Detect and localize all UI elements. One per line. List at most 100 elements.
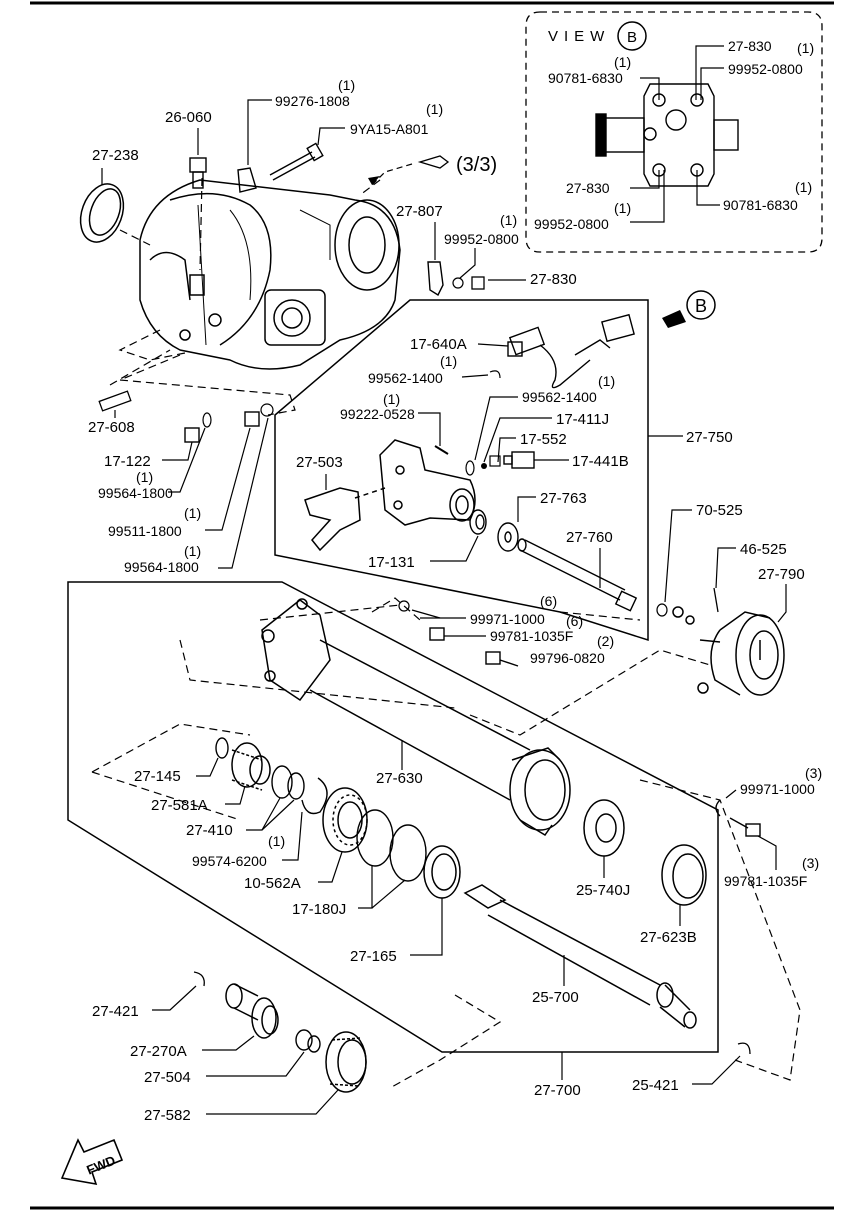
clip-99562: [489, 370, 501, 379]
washer-99971b: [715, 799, 721, 817]
label-99971-1000: 99971-1000: [470, 611, 545, 627]
label-9ya15-a801: 9YA15-A801: [350, 121, 429, 137]
label-qty: (1): [614, 200, 631, 216]
plug-99511: [244, 411, 260, 427]
bearing-25-740j: [583, 799, 625, 857]
label-qty: (1): [598, 373, 615, 389]
sensor-26-060: [189, 157, 207, 189]
label-qty: (1): [184, 543, 201, 559]
label-27-145: 27-145: [134, 768, 181, 785]
bracket-27-807: [427, 261, 444, 297]
label-qty: (1): [614, 54, 631, 70]
tube-27-630: [261, 598, 571, 837]
washer-99971: [398, 600, 410, 612]
label-99276-1808: 99276-1808: [275, 93, 350, 109]
snap-ring-99574: [301, 777, 328, 815]
label-27-830: 27-830: [566, 180, 610, 196]
bearing-guides: [91, 723, 801, 1089]
label-99222-0528: 99222-0528: [340, 406, 415, 422]
sleeve-27-582: [325, 1031, 367, 1093]
label-qty: (1): [136, 469, 153, 485]
ref-3-3: (3/3): [368, 154, 497, 186]
label-25-421: 25-421: [632, 1077, 679, 1094]
washer-99564: [202, 412, 212, 428]
shift-fork-27-503: [304, 487, 386, 552]
oil-seal-27-238: [79, 183, 125, 243]
label-25-700: 25-700: [532, 989, 579, 1006]
bolt-99781: [429, 627, 445, 641]
label-27-760: 27-760: [566, 529, 613, 546]
washer-99564b: [260, 403, 274, 417]
fwd-label: FWD: [84, 1153, 117, 1178]
label-qty: (1): [268, 833, 285, 849]
snap-ring-27-145: [215, 737, 229, 759]
label-27-830: 27-830: [530, 271, 577, 288]
label-qty: (3): [805, 765, 822, 781]
bolt-27-830: [471, 276, 485, 290]
label-17-441b: 17-441B: [572, 453, 629, 470]
transfer-flange-drawing: [595, 83, 739, 187]
pin-99222: [434, 445, 449, 455]
washer-27-763: [497, 522, 519, 552]
seal-27-623b: [661, 844, 707, 906]
label-17-411j: 17-411J: [556, 411, 609, 428]
label-qty: (1): [426, 101, 443, 117]
label-99952-0800: 99952-0800: [728, 61, 803, 77]
label-17-122: 17-122: [104, 453, 151, 470]
label-27-410: 27-410: [186, 822, 233, 839]
assembly-27-700-box: [67, 581, 719, 1053]
label-99952-0800: 99952-0800: [534, 216, 609, 232]
seal-27-165: [423, 845, 461, 899]
label-99564-1800: 99564-1800: [98, 485, 173, 501]
view-b-letter: B: [627, 29, 637, 46]
label-qty: (6): [540, 593, 557, 609]
view-b-marker-letter: B: [695, 296, 707, 316]
label-25-740j: 25-740J: [576, 882, 630, 899]
label-27-830: 27-830: [728, 38, 772, 54]
label-17-552: 17-552: [520, 431, 567, 448]
transfer-case-drawing: [139, 179, 401, 370]
housing-guides: [109, 177, 381, 416]
harness-17-640a: [507, 313, 635, 389]
shaft-25-700: [463, 884, 697, 1029]
ring-70-525: [656, 603, 668, 617]
label-27-421: 27-421: [92, 1003, 139, 1020]
label-27-630: 27-630: [376, 770, 423, 787]
gear-27-581a: [231, 742, 271, 791]
label-27-623b: 27-623B: [640, 929, 697, 946]
fwd-arrow: FWD: [60, 1138, 124, 1186]
stud-27-608: [98, 390, 132, 412]
clip-25-421: [737, 1042, 751, 1055]
bolt-99796: [485, 651, 501, 665]
label-27-503: 27-503: [296, 454, 343, 471]
label-90781-6830: 90781-6830: [723, 197, 798, 213]
gear-27-270a: [225, 983, 279, 1039]
label-26-060: 26-060: [165, 109, 212, 126]
label-27-763: 27-763: [540, 490, 587, 507]
label-70-525: 70-525: [696, 502, 743, 519]
clip-27-421: [193, 971, 205, 987]
bearing-27-504: [295, 1029, 321, 1053]
view-b-inset: VIEW B 27-830 (1) 99952-0800 (1) 90781-6…: [525, 11, 823, 253]
label-99796-0820: 99796-0820: [530, 650, 605, 666]
label-17-131: 17-131: [368, 554, 415, 571]
bolt-99781b-shank: [729, 817, 749, 829]
spring-17-552: [489, 455, 501, 467]
label-46-525: 46-525: [740, 541, 787, 558]
label-27-700: 27-700: [534, 1082, 581, 1099]
bearing-10-562a: [322, 787, 368, 853]
bracket-99276: [237, 167, 257, 193]
bolt-9ya15: [269, 142, 324, 181]
label-27-581a: 27-581A: [151, 797, 208, 814]
label-27-504: 27-504: [144, 1069, 191, 1086]
view-b-arrow: [662, 310, 686, 328]
label-17-640a: 17-640A: [410, 336, 467, 353]
label-qty: (1): [500, 212, 517, 228]
label-27-270a: 27-270A: [130, 1043, 187, 1060]
label-99511-1800: 99511-1800: [108, 523, 182, 539]
label-99971-1000: 99971-1000: [740, 781, 815, 797]
motor-27-790: [672, 606, 785, 696]
actuator-housing: [379, 439, 476, 526]
